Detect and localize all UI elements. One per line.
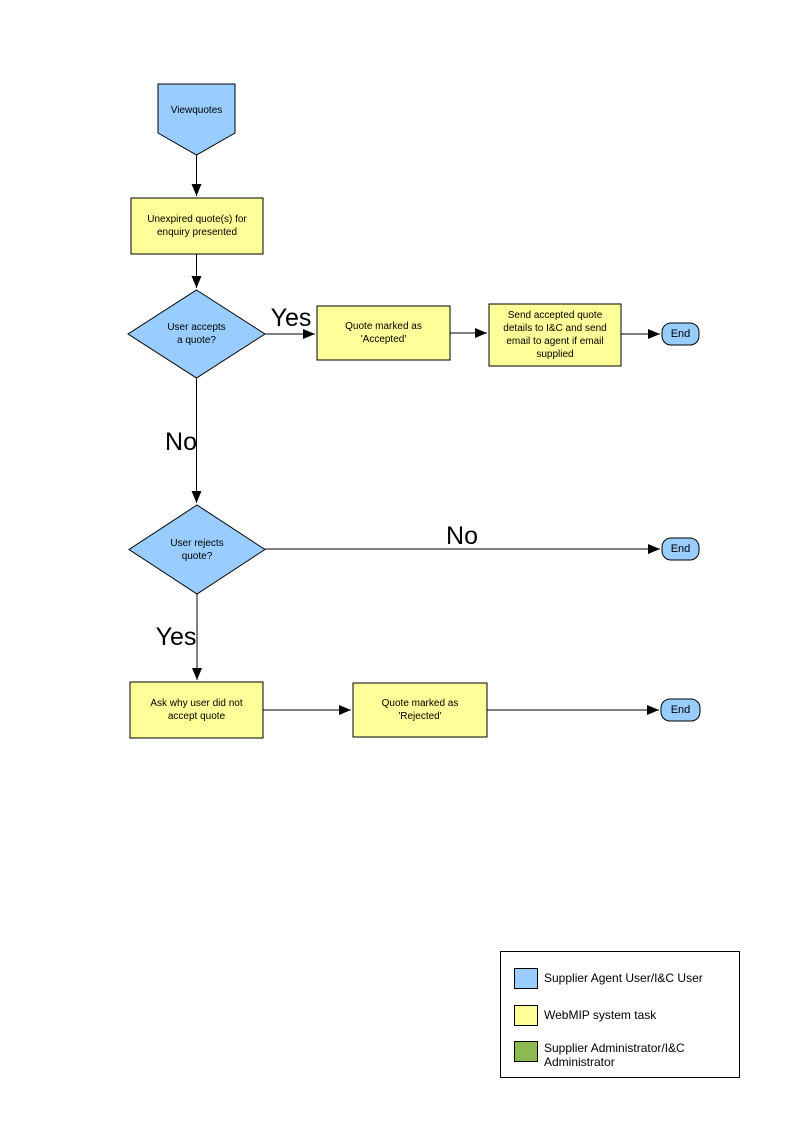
legend-item-label: WebMIP system task <box>544 1008 657 1022</box>
end-reject-no-shape <box>661 537 700 561</box>
quote-accepted-shape <box>316 305 451 361</box>
end-rejected-shape <box>660 698 701 722</box>
user-accepts-decision-shape <box>127 289 266 379</box>
unexpired-quotes-shape <box>130 197 264 255</box>
end-accept-shape <box>661 322 700 346</box>
edge-label-accept-yes: Yes <box>270 304 312 332</box>
ask-why-shape <box>129 681 264 739</box>
legend-swatch-blue <box>514 968 538 989</box>
legend-swatch-yellow <box>514 1005 538 1026</box>
edge-label-reject-no: No <box>446 522 478 550</box>
user-rejects-decision-shape <box>128 504 266 595</box>
edge-label-accept-no: No <box>165 428 197 456</box>
legend-item-label: Supplier Administrator/I&C Administrator <box>544 1041 685 1069</box>
send-details-shape <box>488 303 622 367</box>
edge-label-reject-yes: Yes <box>155 623 197 651</box>
legend: Supplier Agent User/I&C User WebMIP syst… <box>500 951 740 1078</box>
legend-swatch-green <box>514 1041 538 1062</box>
start-node-shape <box>157 83 236 156</box>
quote-rejected-shape <box>352 682 488 738</box>
legend-item-label: Supplier Agent User/I&C User <box>544 971 703 985</box>
